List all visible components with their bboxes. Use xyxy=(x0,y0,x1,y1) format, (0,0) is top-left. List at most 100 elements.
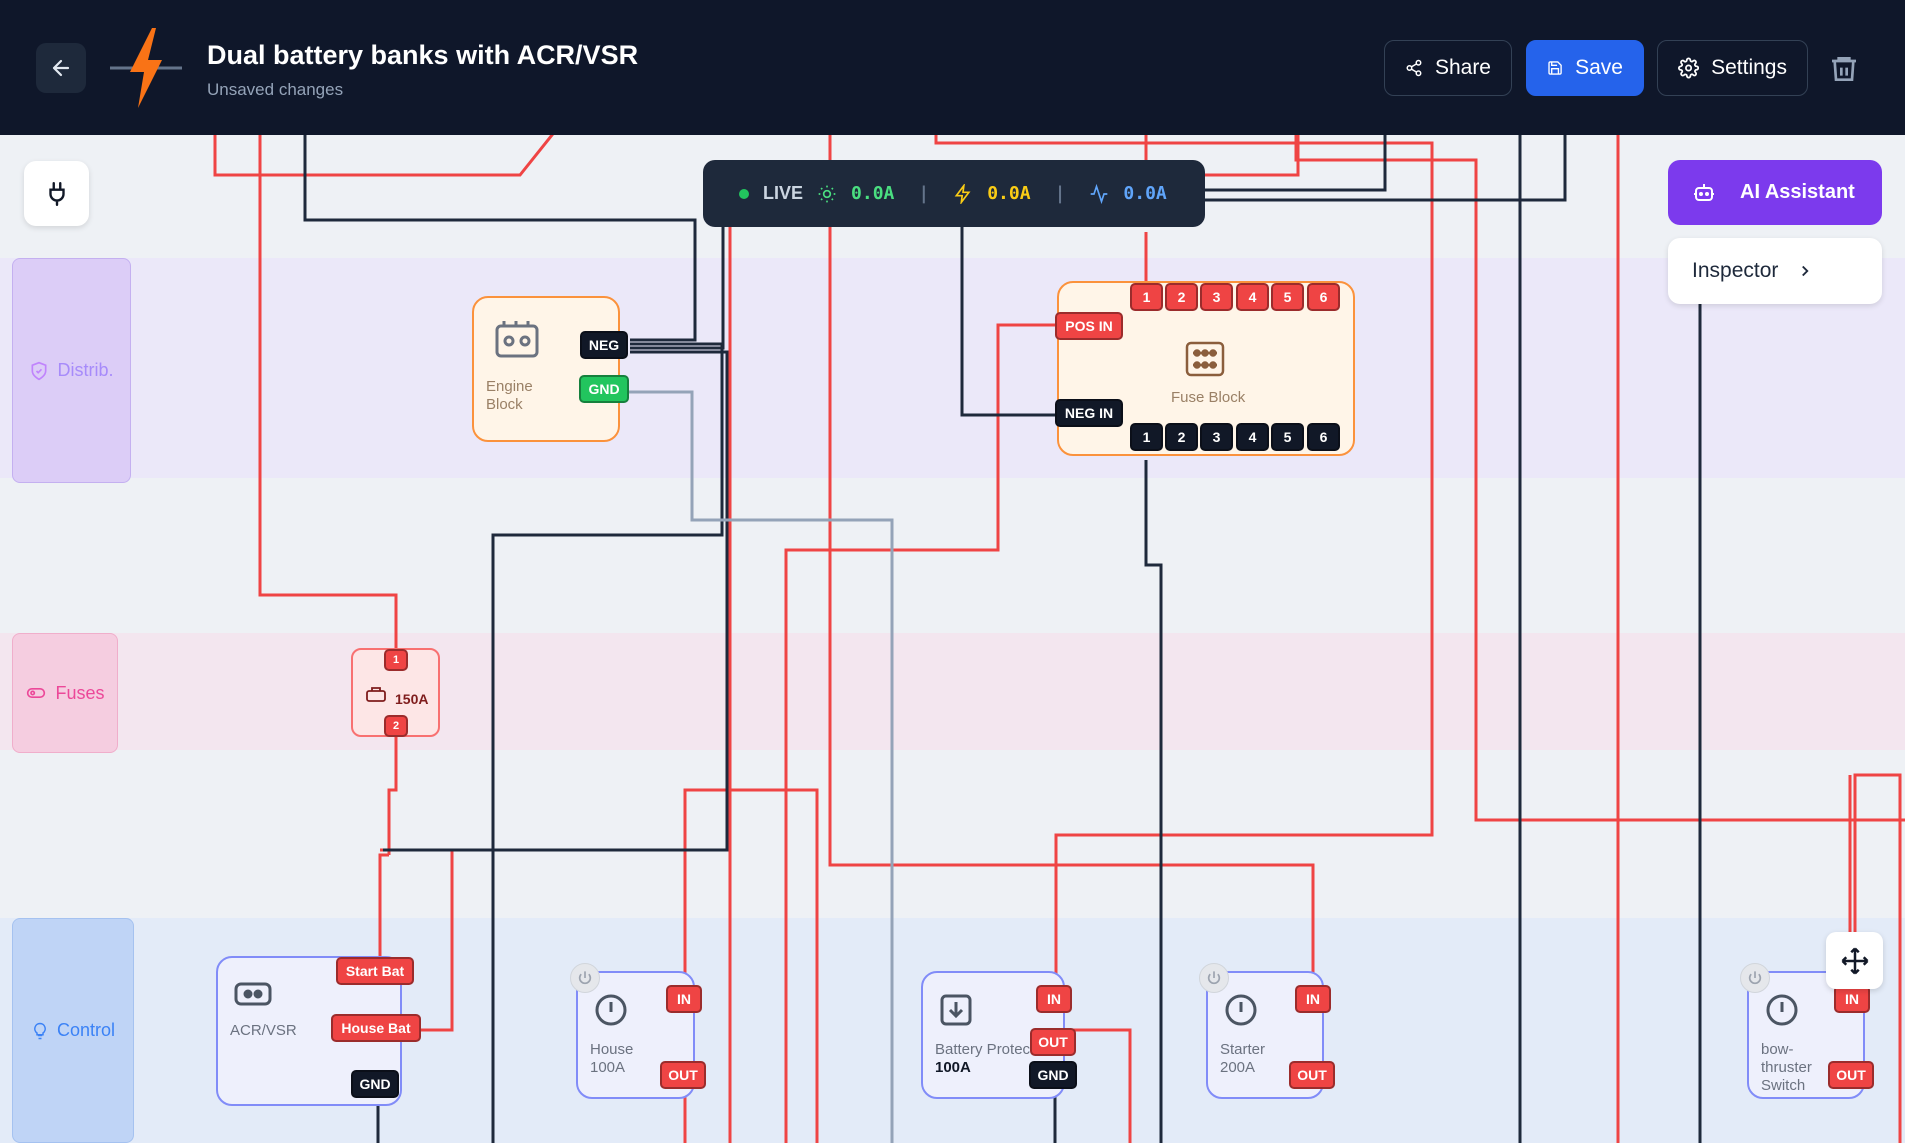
page-title: Dual battery banks with ACR/VSR xyxy=(207,40,639,70)
save-label: Save xyxy=(1575,56,1623,79)
lane-distrib: Distrib. xyxy=(12,258,131,483)
fuse-block-bottom-port-4[interactable]: 4 xyxy=(1236,423,1269,451)
bow-thruster-power-toggle[interactable] xyxy=(1740,963,1770,993)
load-current: 0.0A xyxy=(1123,183,1167,204)
acr-vsr-label: ACR/VSR xyxy=(230,1022,297,1039)
save-button[interactable]: Save xyxy=(1526,40,1644,96)
house-power-toggle[interactable] xyxy=(570,963,600,993)
share-button[interactable]: Share xyxy=(1384,40,1512,96)
lane-distrib-label: Distrib. xyxy=(57,360,114,380)
engine-block-label-2: Block xyxy=(486,396,523,413)
wiring-layer xyxy=(213,135,1905,1143)
engine-block-label: Engine Block xyxy=(486,378,533,414)
fuse-block-bottom-port-6[interactable]: 6 xyxy=(1307,423,1340,451)
battery-protect-label: Battery Protec xyxy=(935,1041,1031,1058)
power-icon xyxy=(1748,971,1762,985)
fuse-block-top-port-2[interactable]: 2 xyxy=(1165,283,1198,311)
fuse-icon xyxy=(366,687,386,702)
fuse-block-top-port-5[interactable]: 5 xyxy=(1271,283,1304,311)
lane-fuses: Fuses xyxy=(12,633,118,753)
fuse-150a-port-1[interactable]: 1 xyxy=(384,649,408,671)
starter-in-port[interactable]: IN xyxy=(1295,985,1331,1013)
engine-neg-port[interactable]: NEG xyxy=(580,331,628,359)
dial-icon xyxy=(1225,994,1257,1026)
starter-power-toggle[interactable] xyxy=(1199,963,1229,993)
lane-control: Control xyxy=(12,918,134,1143)
house-in-port[interactable]: IN xyxy=(666,985,702,1013)
acr-start-bat-port[interactable]: Start Bat xyxy=(336,957,414,985)
fuse-block-label: Fuse Block xyxy=(1171,389,1246,406)
battery-protect-in-port[interactable]: IN xyxy=(1036,985,1072,1013)
charge-current: 0.0A xyxy=(987,183,1031,204)
relay-icon xyxy=(234,982,272,1006)
battery-protect-out-port[interactable]: OUT xyxy=(1030,1028,1076,1056)
bow-thruster-out-port[interactable]: OUT xyxy=(1828,1061,1874,1089)
fuse-block-top-port-1[interactable]: 1 xyxy=(1130,283,1163,311)
bow-thruster-label-3: Switch xyxy=(1761,1077,1806,1094)
fuse-block-top-port-6[interactable]: 6 xyxy=(1307,283,1340,311)
move-icon xyxy=(1841,947,1868,974)
fuse-block-pos-in-port[interactable]: POS IN xyxy=(1055,312,1123,340)
dial-icon xyxy=(595,994,627,1026)
save-icon xyxy=(1548,61,1562,75)
trash-icon[interactable] xyxy=(1828,52,1860,86)
engine-icon xyxy=(495,321,539,358)
pulse-icon xyxy=(1091,183,1108,204)
inspector-label: Inspector xyxy=(1692,259,1779,282)
engine-block-node[interactable]: Engine Block xyxy=(472,296,620,442)
live-label: LIVE xyxy=(763,183,804,203)
fuse-block-neg-in-port[interactable]: NEG IN xyxy=(1055,399,1123,427)
fuse-block-bottom-port-3[interactable]: 3 xyxy=(1200,423,1233,451)
house-switch-label: House 100A xyxy=(590,1041,633,1077)
fuse-block-icon xyxy=(1185,341,1225,377)
fuse-block-bottom-port-1[interactable]: 1 xyxy=(1130,423,1163,451)
save-status: Unsaved changes xyxy=(207,80,344,99)
house-out-port[interactable]: OUT xyxy=(660,1061,706,1089)
fuse-block-bottom-port-5[interactable]: 5 xyxy=(1271,423,1304,451)
lightning-logo-icon xyxy=(110,28,182,108)
acr-house-bat-port[interactable]: House Bat xyxy=(331,1014,421,1042)
lightbulb-icon xyxy=(34,1022,46,1039)
top-bar: Dual battery banks with ACR/VSR Unsaved … xyxy=(0,0,1905,135)
battery-protect-icon xyxy=(940,994,972,1026)
pan-button[interactable] xyxy=(1826,932,1883,989)
fuses-band xyxy=(0,633,1905,750)
toggle-icon xyxy=(27,688,46,698)
acr-gnd-port[interactable]: GND xyxy=(351,1070,399,1098)
fuse-150a-port-2[interactable]: 2 xyxy=(384,715,408,737)
battery-protect-rating: 100A xyxy=(935,1059,971,1076)
live-dot xyxy=(739,188,749,199)
back-button[interactable] xyxy=(36,43,86,93)
chevron-right-icon xyxy=(1802,265,1809,277)
lane-fuses-label: Fuses xyxy=(55,682,105,703)
fuse-block-top-port-3[interactable]: 3 xyxy=(1200,283,1233,311)
house-switch-label-2: 100A xyxy=(590,1059,626,1076)
power-icon xyxy=(578,971,592,985)
ai-assistant-label: AI Assistant xyxy=(1740,181,1855,203)
engine-block-label-1: Engine xyxy=(486,378,533,395)
inspector-toggle[interactable]: Inspector xyxy=(1668,238,1882,304)
share-label: Share xyxy=(1434,56,1491,79)
diagram-canvas[interactable]: Distrib. Fuses Control Engine Block NEG … xyxy=(0,135,1905,1143)
ai-assistant-button[interactable]: AI Assistant xyxy=(1668,160,1882,225)
engine-gnd-port[interactable]: GND xyxy=(579,375,629,403)
dial-icon xyxy=(1766,994,1798,1026)
settings-button[interactable]: Settings xyxy=(1657,40,1808,96)
lightning-icon xyxy=(954,183,971,204)
sun-icon xyxy=(818,185,836,202)
robot-icon xyxy=(1694,183,1714,201)
starter-switch-label-2: 200A xyxy=(1220,1059,1256,1076)
battery-protect-gnd-port[interactable]: GND xyxy=(1029,1061,1077,1089)
starter-out-port[interactable]: OUT xyxy=(1289,1061,1335,1089)
solar-current: 0.0A xyxy=(851,183,895,204)
fuse-block-bottom-port-2[interactable]: 2 xyxy=(1165,423,1198,451)
live-sep-1: | xyxy=(918,183,930,204)
starter-switch-label: Starter 200A xyxy=(1220,1041,1265,1077)
bow-thruster-label-1: bow- xyxy=(1761,1041,1794,1058)
live-sep-2: | xyxy=(1054,183,1066,204)
bow-thruster-in-port[interactable]: IN xyxy=(1834,985,1870,1013)
gear-icon xyxy=(1678,57,1700,79)
fuse-block-top-port-4[interactable]: 4 xyxy=(1236,283,1269,311)
add-component-button[interactable] xyxy=(24,161,89,226)
